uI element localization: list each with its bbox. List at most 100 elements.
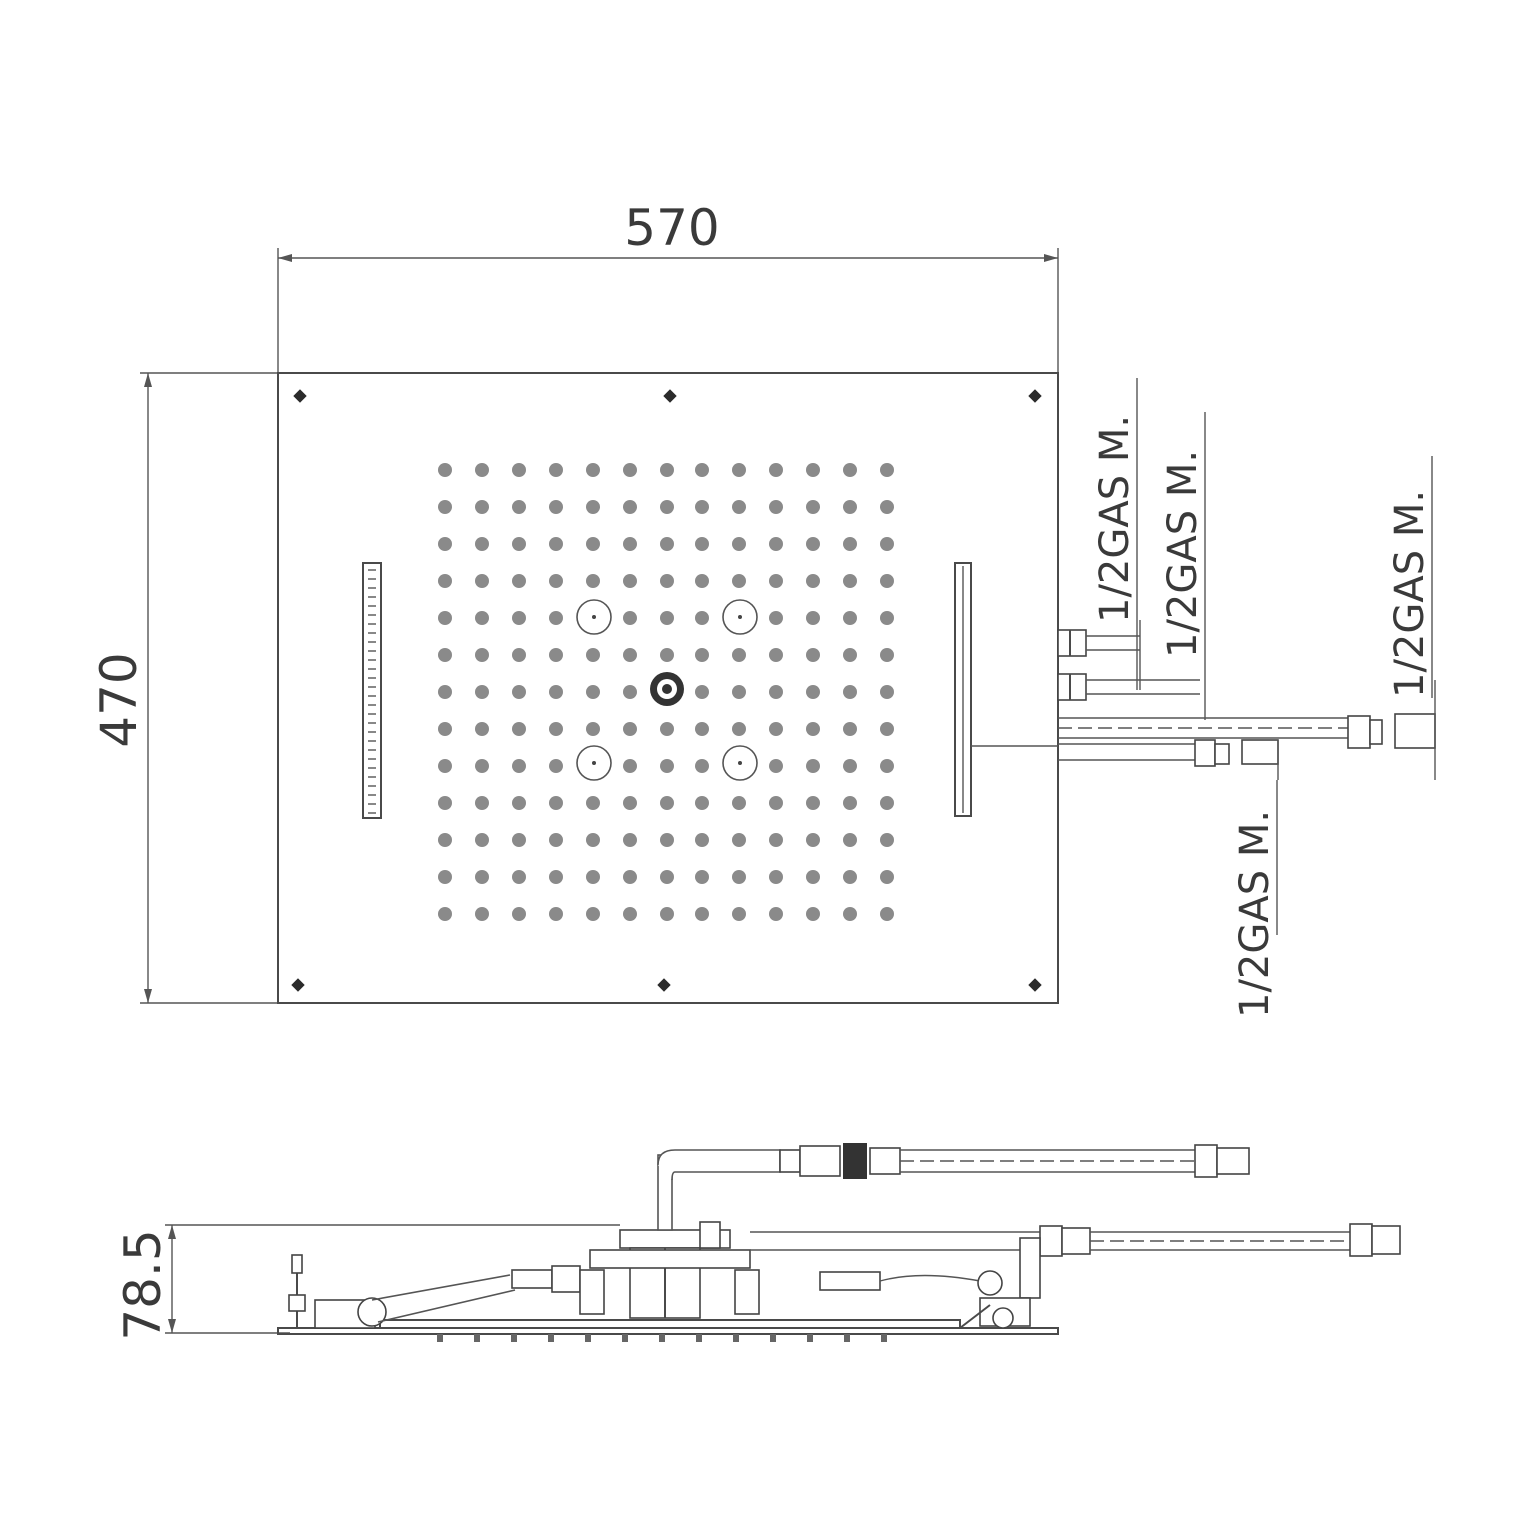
side-nozzle: [733, 1334, 739, 1342]
nozzle-dot: [475, 463, 489, 477]
connection-labels: 1/2GAS M. 1/2GAS M. 1/2GAS M. 1/2GAS M.: [1092, 378, 1433, 1018]
nozzle-dot: [843, 685, 857, 699]
nozzle-dot: [732, 500, 746, 514]
nozzle-dot: [438, 500, 452, 514]
nozzle-dot: [695, 648, 709, 662]
nozzle-dot: [438, 722, 452, 736]
nozzle-dot: [732, 833, 746, 847]
nozzle-dot: [586, 685, 600, 699]
nozzle-dot: [806, 833, 820, 847]
nozzle-dot: [769, 759, 783, 773]
nozzle-dot: [623, 500, 637, 514]
width-dimension: 570: [277, 199, 1059, 380]
nozzle-dot: [586, 907, 600, 921]
nozzle-dot: [806, 574, 820, 588]
nozzle-dot: [843, 759, 857, 773]
connection-label: 1/2GAS M.: [1232, 810, 1278, 1018]
nozzle-dot: [843, 537, 857, 551]
nozzle-dot: [843, 500, 857, 514]
nozzle-dot: [549, 463, 563, 477]
nozzle-dot: [769, 574, 783, 588]
nozzle-dot: [843, 463, 857, 477]
nozzle-dot: [475, 870, 489, 884]
side-base-plate: [277, 1319, 1059, 1342]
nozzle-dot: [512, 611, 526, 625]
nozzle-dot: [769, 611, 783, 625]
nozzle-dot: [880, 685, 894, 699]
nozzle-dot: [623, 722, 637, 736]
nozzle-dot: [586, 833, 600, 847]
nozzle-dot: [512, 907, 526, 921]
nozzle-dot: [732, 648, 746, 662]
nozzle-dot: [586, 537, 600, 551]
nozzle-dot: [843, 870, 857, 884]
nozzle-dot: [623, 463, 637, 477]
lower-inlet-pipe: [750, 1223, 1401, 1257]
nozzle-dot: [769, 870, 783, 884]
nozzle-dot: [586, 648, 600, 662]
side-nozzle: [585, 1334, 591, 1342]
nozzle-dot: [438, 796, 452, 810]
nozzle-dot: [512, 537, 526, 551]
nozzle-dot: [695, 833, 709, 847]
nozzle-dot: [806, 537, 820, 551]
side-nozzle: [622, 1334, 628, 1342]
nozzle-dot: [475, 759, 489, 773]
nozzle-dot: [660, 907, 674, 921]
nozzle-dot: [732, 463, 746, 477]
nozzle-dot: [438, 685, 452, 699]
nozzle-dot: [475, 537, 489, 551]
nozzle-dot: [880, 574, 894, 588]
side-nozzle: [807, 1334, 813, 1342]
nozzle-dot: [438, 870, 452, 884]
nozzle-dot: [660, 611, 674, 625]
nozzle-dot: [623, 611, 637, 625]
nozzle-dot: [732, 574, 746, 588]
nozzle-dot: [880, 463, 894, 477]
nozzle-dot: [769, 722, 783, 736]
nozzle-dot: [512, 500, 526, 514]
nozzle-dot: [843, 722, 857, 736]
nozzle-dot: [880, 759, 894, 773]
nozzle-dot: [623, 759, 637, 773]
nozzle-dot: [549, 611, 563, 625]
nozzle-dot: [549, 907, 563, 921]
nozzle-dot: [695, 463, 709, 477]
side-nozzle: [511, 1334, 517, 1342]
nozzle-dot: [769, 833, 783, 847]
nozzle-dot: [806, 759, 820, 773]
nozzle-dot: [623, 537, 637, 551]
nozzle-dot: [806, 796, 820, 810]
nozzle-dot: [549, 870, 563, 884]
nozzle-dot: [695, 685, 709, 699]
nozzle-dot: [695, 907, 709, 921]
nozzle-dot: [512, 833, 526, 847]
nozzle-dot: [695, 574, 709, 588]
nozzle-dot: [586, 796, 600, 810]
nozzle-dot: [880, 648, 894, 662]
central-manifold: [579, 1149, 781, 1319]
depth-label: 78.5: [114, 1229, 172, 1340]
nozzle-dot: [475, 907, 489, 921]
nozzle-dot: [843, 907, 857, 921]
hex-nut-icon: [843, 1143, 867, 1179]
nozzle-dot: [880, 500, 894, 514]
nozzle-dot: [806, 648, 820, 662]
nozzle-dot: [660, 796, 674, 810]
nozzle-dot: [475, 722, 489, 736]
screw-icon: [1028, 389, 1042, 403]
side-nozzle: [437, 1334, 443, 1342]
nozzle-dot: [806, 722, 820, 736]
screw-icon: [657, 978, 671, 992]
side-nozzle: [548, 1334, 554, 1342]
side-nozzle: [696, 1334, 702, 1342]
nozzle-dot: [660, 722, 674, 736]
nozzle-grid: [438, 463, 894, 921]
nozzle-dot: [549, 537, 563, 551]
nozzle-dot: [438, 463, 452, 477]
nozzle-dot: [438, 537, 452, 551]
height-label: 470: [90, 652, 148, 747]
nozzle-dot: [438, 907, 452, 921]
special-jets: [576, 599, 758, 781]
